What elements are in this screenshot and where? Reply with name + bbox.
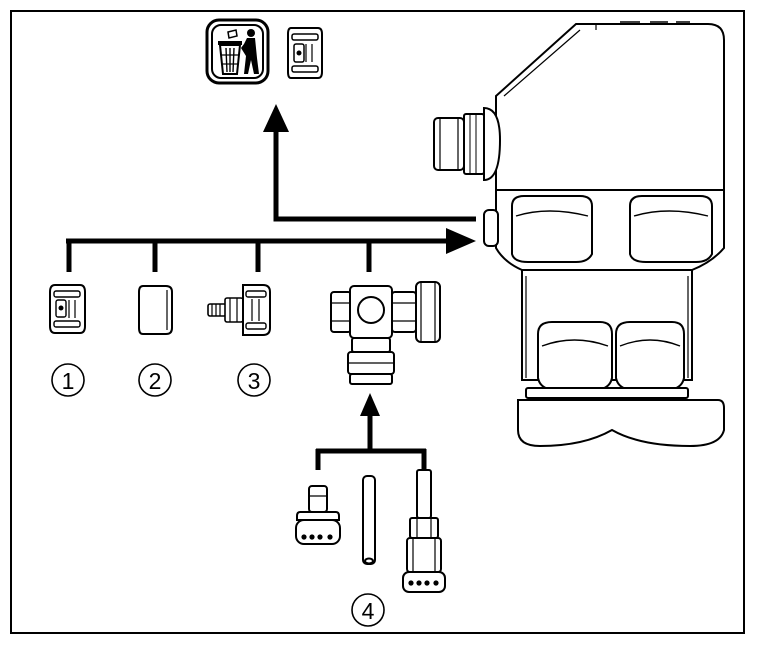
callout-1: 1: [51, 363, 85, 397]
sensor-device: [433, 21, 725, 448]
part-3-hose-adapter: [207, 284, 271, 336]
callout-1-label: 1: [62, 368, 75, 394]
trash-bin-disposal-icon: [205, 18, 270, 85]
callout-2-label: 2: [149, 368, 162, 394]
part-4-hose-fitting: [402, 469, 446, 593]
callout-3-label: 3: [248, 368, 261, 394]
part-4-tube: [362, 475, 376, 565]
removed-plug-icon: [287, 27, 323, 79]
part-1-plug: [49, 284, 86, 334]
callout-2: 2: [138, 363, 172, 397]
part-4-tee-adapter: [330, 281, 441, 385]
callout-4-label: 4: [362, 598, 375, 624]
part-4-flat-adapter: [295, 485, 341, 545]
arrowheads: [263, 104, 476, 416]
callout-4: 4: [351, 593, 385, 627]
part-2-blind-cap: [138, 285, 173, 335]
connection-lines: [66, 116, 476, 470]
callout-3: 3: [237, 363, 271, 397]
